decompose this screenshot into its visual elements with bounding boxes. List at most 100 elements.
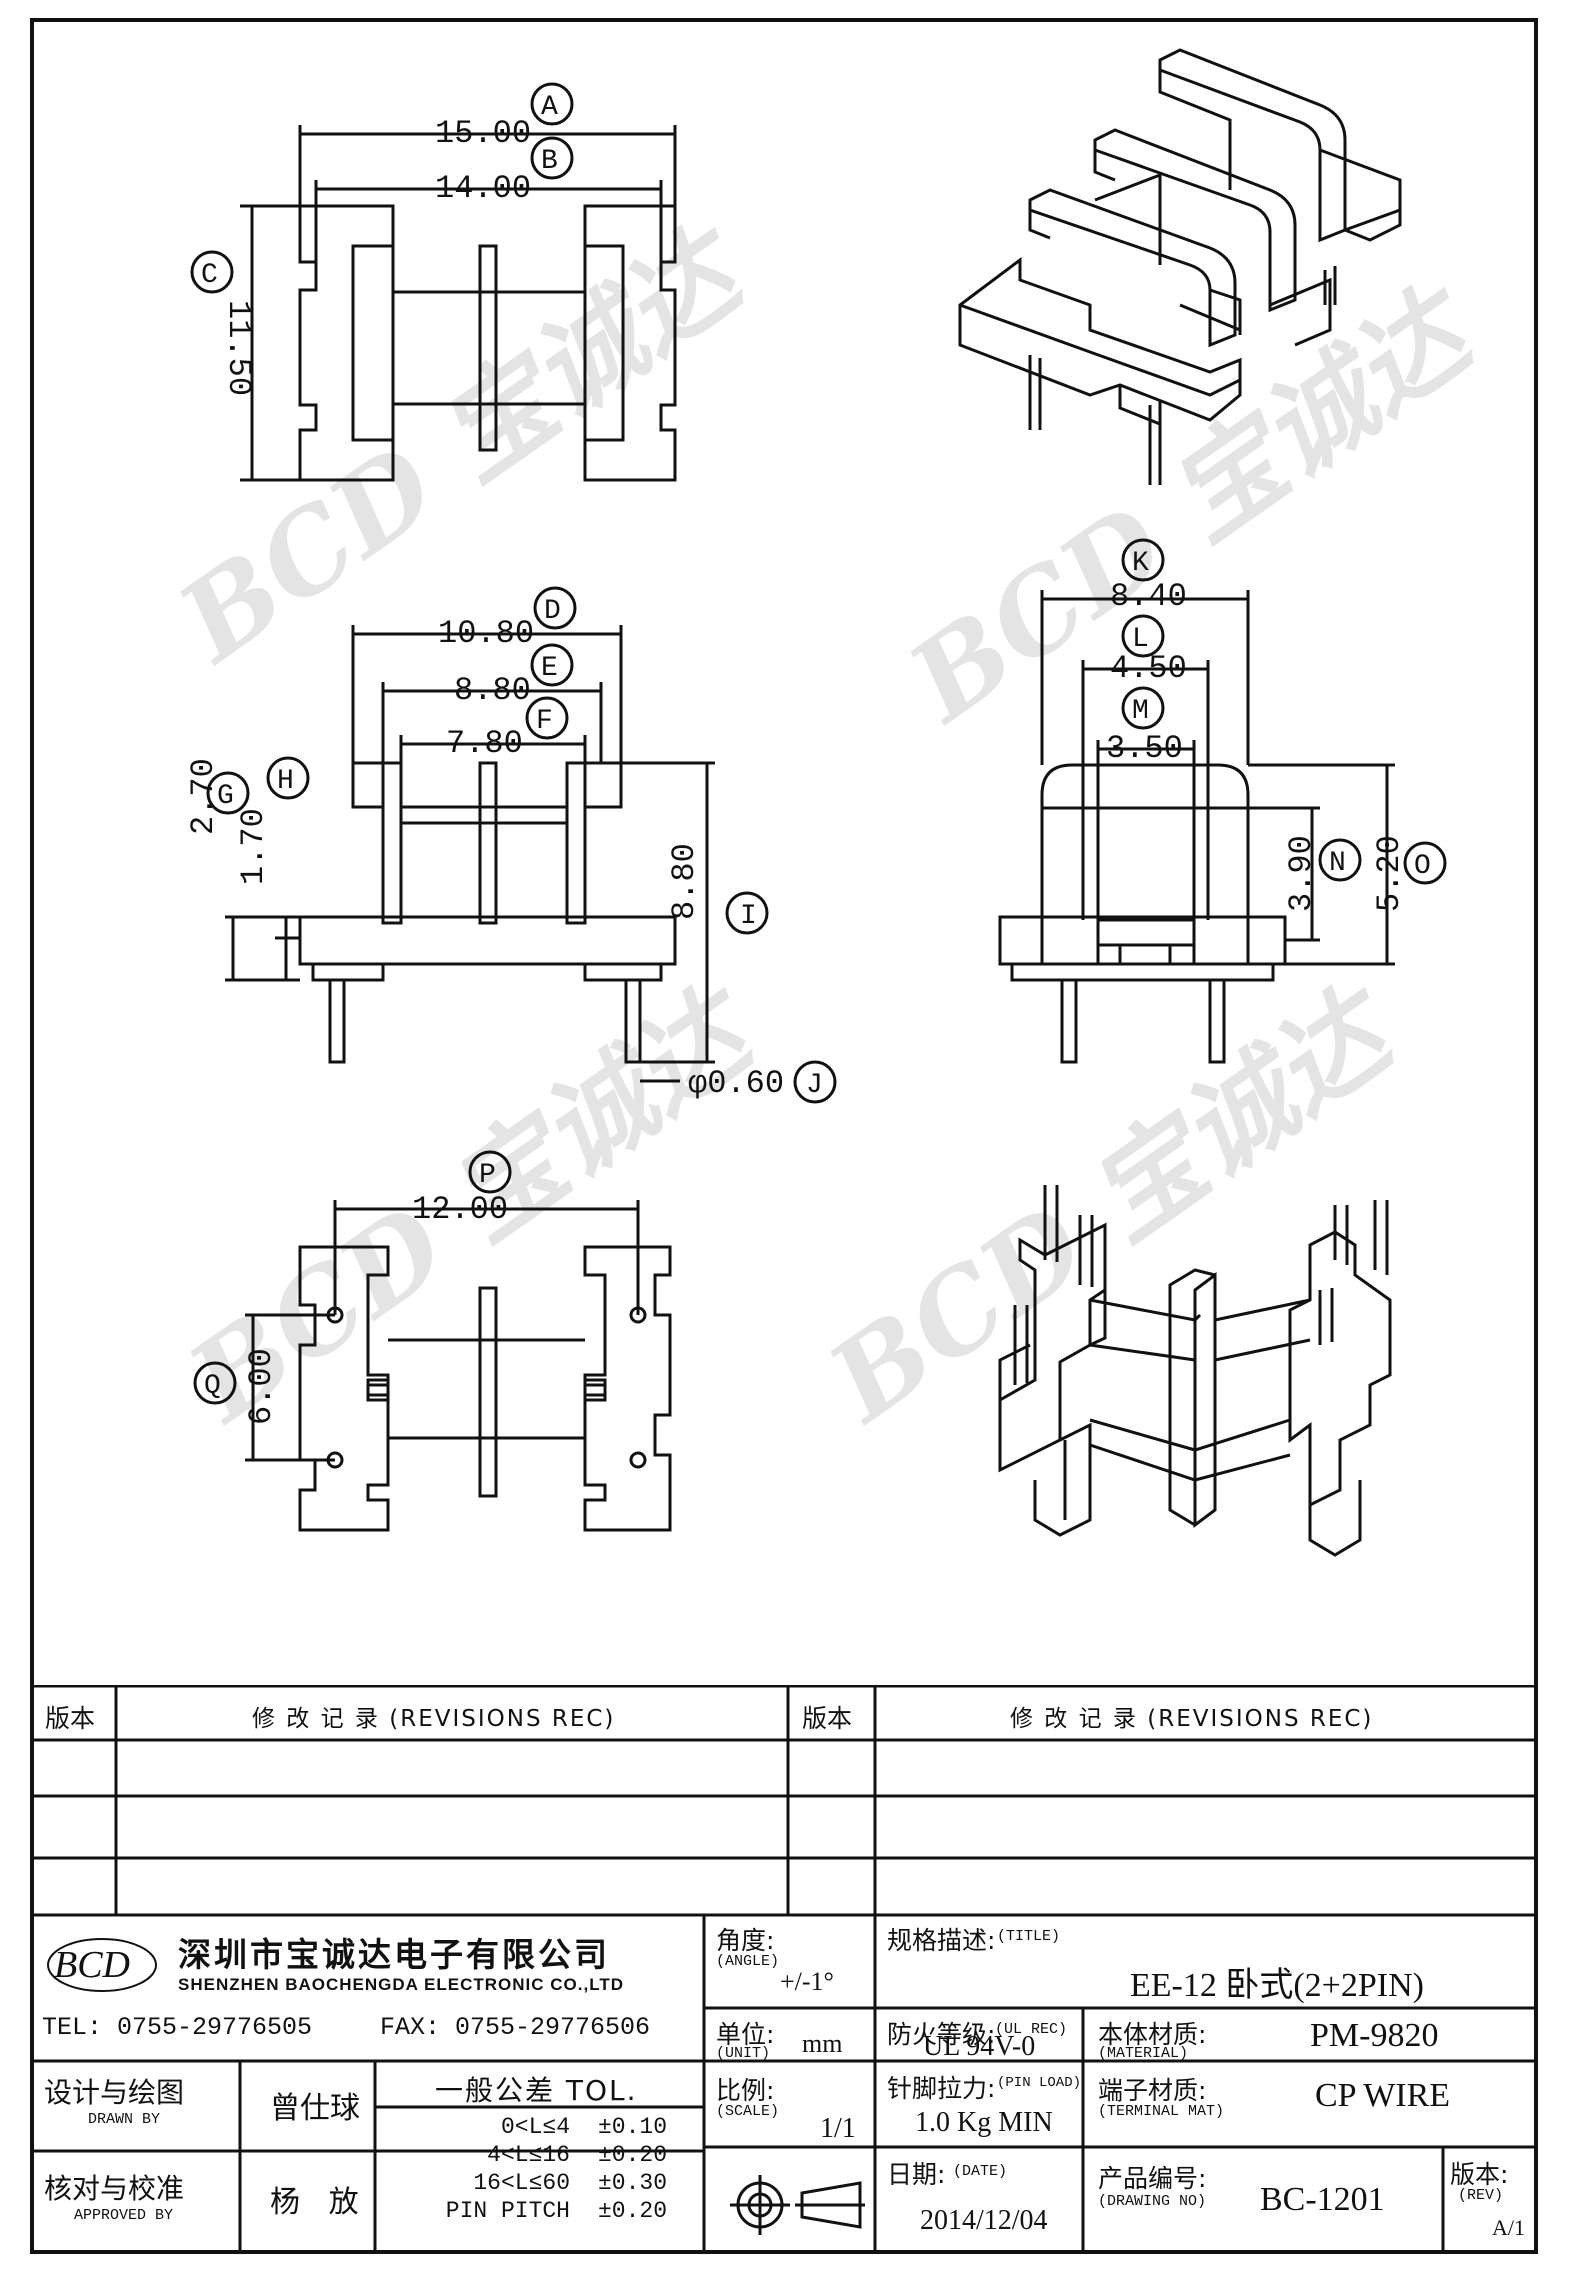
tol-value: ±0.20: [598, 2142, 668, 2168]
label-k: K: [1132, 548, 1149, 579]
front-base: [298, 915, 677, 966]
label-l: L: [1132, 624, 1149, 655]
rev-header-version-right: 版本: [802, 1704, 853, 1733]
dim-i: 8.80: [666, 843, 703, 920]
top-right-flange: [583, 204, 677, 482]
dim-m: 3.50: [1106, 730, 1183, 767]
tol-value: ±0.30: [598, 2170, 668, 2196]
unit-sub: (UNIT): [716, 2045, 771, 2062]
dim-j: φ0.60: [688, 1065, 784, 1102]
scale-value: 1/1: [820, 2113, 856, 2144]
date-value: 2014/12/04: [920, 2205, 1048, 2236]
tolerance-row: 0<L≤4 ±0.10: [390, 2113, 700, 2141]
date-label: 日期:: [887, 2160, 946, 2189]
terminal-sub: (TERMINAL MAT): [1098, 2103, 1225, 2120]
dim-h: 1.70: [235, 808, 272, 885]
label-h: H: [277, 766, 294, 797]
tolerance-row: 16<L≤60±0.30: [390, 2169, 700, 2197]
iso-view-bottom-right: [998, 1185, 1392, 1557]
dim-q: 6.00: [243, 1348, 280, 1425]
rev-header-version-left: 版本: [45, 1704, 96, 1733]
dim-a: 15.00: [435, 115, 531, 152]
drawing-value: BC-1201: [1260, 2181, 1385, 2218]
tol-range: 0<L≤4: [500, 2114, 570, 2140]
label-g: G: [217, 781, 234, 812]
dim-o: 5.20: [1371, 835, 1408, 912]
rev-sub: (REV): [1458, 2187, 1504, 2204]
company-logo-graphic: BCD: [47, 1938, 157, 1992]
technical-drawing: 15.00 14.00 11.50 A B C: [185, 48, 1447, 1557]
material-label: 本体材质:: [1098, 2020, 1207, 2049]
dim-p: 12.00: [412, 1191, 508, 1228]
front-view: 10.80 8.80 7.80 2.70 1.70 8.80 φ0.60 D E…: [185, 586, 837, 1104]
side-view: 8.40 4.50 3.50 3.90 5.20 K L M N O: [998, 538, 1447, 1064]
drawn-value: 曾仕球: [270, 2091, 360, 2126]
tolerance-row: PIN PITCH±0.20: [390, 2197, 700, 2225]
terminal-label: 端子材质:: [1098, 2076, 1207, 2105]
angle-value: +/-1°: [780, 1967, 834, 1996]
approved-sub: APPROVED BY: [74, 2207, 174, 2224]
rev-label: 版本:: [1450, 2160, 1509, 2189]
drawing-sub: (DRAWING NO): [1098, 2193, 1207, 2210]
material-value: PM-9820: [1310, 2017, 1439, 2054]
iso-view-top-right: [958, 48, 1402, 485]
top-center-divider: [478, 244, 498, 452]
rev-value: A/1: [1492, 2215, 1525, 2240]
material-sub: (MATERIAL): [1098, 2045, 1189, 2062]
drawing-frame: [30, 18, 1538, 2254]
drawing-label: 产品编号:: [1098, 2164, 1207, 2193]
label-i: I: [740, 901, 757, 932]
tol-value: ±0.20: [598, 2198, 668, 2224]
tol-range: 4<L≤16: [487, 2142, 570, 2168]
bottom-left-flange: [298, 1245, 390, 1532]
label-c: C: [201, 260, 218, 291]
label-f: F: [536, 706, 553, 737]
title-label: 规格描述:: [887, 1926, 996, 1955]
drawn-sub: DRAWN BY: [88, 2111, 161, 2128]
label-n: N: [1329, 848, 1346, 879]
bottom-right-flange: [583, 1245, 672, 1532]
ul-sub: (UL REC): [995, 2021, 1068, 2038]
label-d: D: [544, 596, 561, 627]
bottom-divider: [478, 1286, 498, 1498]
title-sub: (TITLE): [997, 1928, 1061, 1945]
unit-label: 单位:: [716, 2020, 775, 2049]
terminal-value: CP WIRE: [1315, 2077, 1451, 2114]
dim-b: 14.00: [435, 170, 531, 207]
rev-header-records-left: 修 改 记 录 (REVISIONS REC): [252, 1706, 616, 1732]
tol-value: ±0.10: [598, 2114, 668, 2140]
title-block-grid: [30, 1685, 1538, 2254]
label-a: A: [541, 92, 558, 123]
company-logo: BCD: [44, 1923, 164, 2003]
pinload-label: 针脚拉力:: [887, 2074, 996, 2103]
ul-value: UL 94V-0: [923, 2031, 1036, 2062]
company-name-cn: 深圳市宝诚达电子有限公司: [178, 1935, 610, 1974]
front-divider: [478, 761, 498, 925]
dim-g: 2.70: [185, 758, 222, 835]
company-tel: TEL: 0755-29776505: [42, 2013, 313, 2042]
angle-sub: (ANGLE): [716, 1953, 780, 1970]
approved-label: 核对与校准: [44, 2172, 185, 2205]
dim-d: 10.80: [438, 615, 534, 652]
logo-text: BCD: [54, 1944, 130, 1986]
label-b: B: [541, 146, 558, 177]
label-j: J: [806, 1070, 823, 1101]
dim-k: 8.40: [1110, 578, 1187, 615]
approved-value: 杨 放: [270, 2185, 359, 2220]
ul-label: 防火等级:: [887, 2020, 996, 2049]
rev-header-records-right: 修 改 记 录 (REVISIONS REC): [1010, 1706, 1374, 1732]
tolerance-row: 4<L≤16 ±0.20: [390, 2141, 700, 2169]
tolerance-table: 0<L≤4 ±0.10 4<L≤16 ±0.20 16<L≤60±0.30 PIN …: [390, 2113, 700, 2225]
label-o: O: [1414, 851, 1431, 882]
top-view: 15.00 14.00 11.50 A B C: [190, 82, 677, 482]
title-block: 版本 修 改 记 录 (REVISIONS REC) 版本 修 改 记 录 (R…: [30, 1685, 1538, 2254]
date-sub: (DATE): [953, 2163, 1008, 2180]
company-name-en: SHENZHEN BAOCHENGDA ELECTRONIC CO.,LTD: [178, 1975, 624, 1994]
scale-sub: (SCALE): [716, 2103, 780, 2120]
bottom-view: 12.00 6.00 P Q: [193, 1150, 672, 1532]
pinload-value: 1.0 Kg MIN: [915, 2107, 1053, 2138]
company-fax: FAX: 0755-29776506: [380, 2013, 651, 2042]
top-right-window: [583, 244, 625, 442]
label-q: Q: [204, 1371, 221, 1402]
unit-value: mm: [802, 2029, 843, 2058]
